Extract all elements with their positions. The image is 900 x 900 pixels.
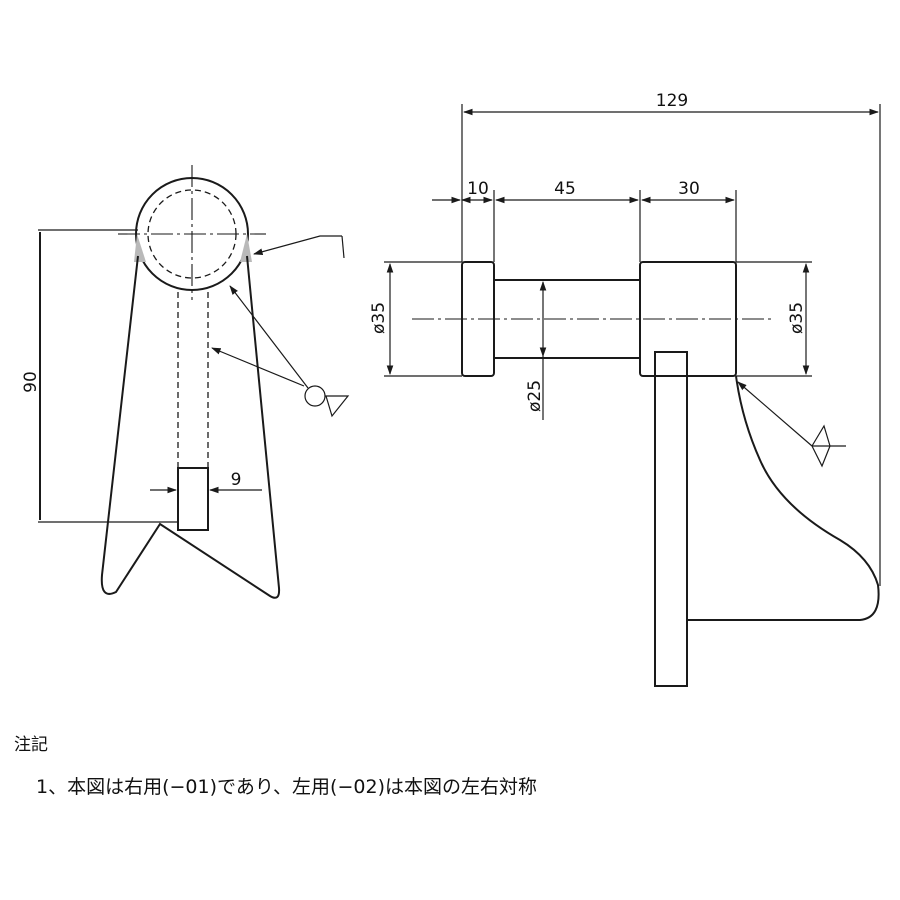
dim-30-label: 30 <box>678 179 700 199</box>
dim-10-label: 10 <box>467 179 489 199</box>
vertical-plate <box>654 351 688 687</box>
weld-left <box>134 234 146 262</box>
front-view: 90 9 <box>21 165 350 599</box>
dim-shaft-dia-label: ø25 <box>525 380 545 412</box>
dim-45-label: 45 <box>554 179 576 199</box>
pin <box>177 467 209 531</box>
notes-title: 注記 <box>14 735 48 755</box>
curved-rib <box>687 375 880 621</box>
bracket-plate-outline <box>100 255 281 599</box>
dim-129-label: 129 <box>656 91 688 111</box>
technical-drawing: 90 9 129 <box>21 91 881 687</box>
weld-symbol-hub <box>811 424 846 468</box>
weld-leader-upper <box>229 285 309 389</box>
weld-leader-top <box>253 235 342 255</box>
dim-90-label: 90 <box>21 371 41 393</box>
side-view: 129 10 45 30 ø35 ø25 ø35 <box>369 91 881 687</box>
dim-9-label: 9 <box>231 470 242 490</box>
dim-flange-dia-label: ø35 <box>369 302 389 334</box>
weld-right <box>240 234 252 262</box>
weld-leader-top-hook <box>341 235 345 259</box>
weld-symbol-triangle <box>325 395 350 418</box>
all-around-weld-circle <box>304 385 326 407</box>
note-item: 1、本図は右用(−01)であり、左用(−02)は本図の左右対称 <box>36 776 537 798</box>
dim-hub-dia-label: ø35 <box>787 302 807 334</box>
weld-leader-lower <box>211 347 305 387</box>
weld-leader-hub <box>737 381 813 447</box>
notes-section: 注記 1、本図は右用(−01)であり、左用(−02)は本図の左右対称 <box>14 730 537 798</box>
